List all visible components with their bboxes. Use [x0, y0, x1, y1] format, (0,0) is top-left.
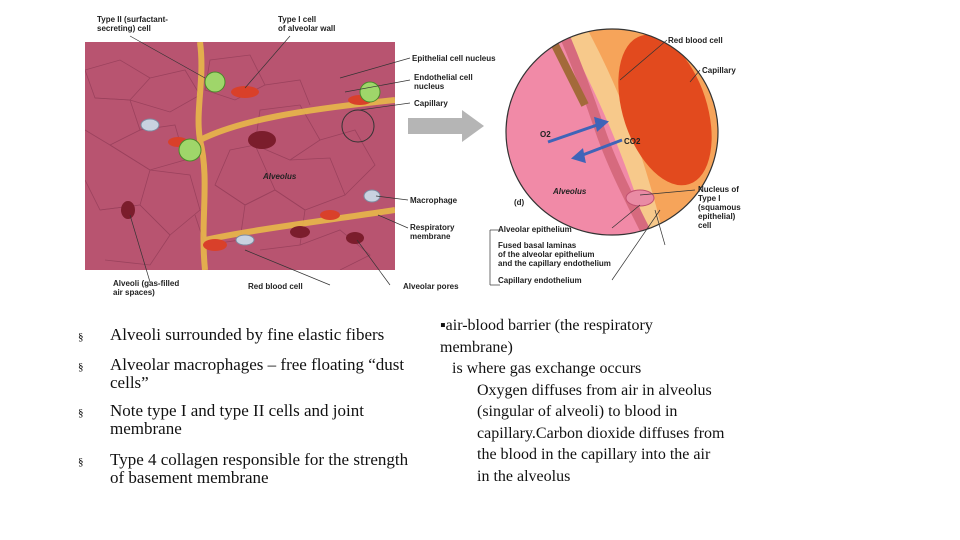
bullet-text: Alveoli surrounded by fine elastic fiber…: [110, 325, 385, 344]
paragraph-line: capillary.Carbon dioxide diffuses from: [477, 424, 725, 442]
paragraph-line: in the alveolus: [477, 467, 571, 485]
endothelial-nucleus-label: Endothelial cell nucleus: [414, 73, 473, 91]
paragraph-line: ▪air-blood barrier (the respiratory: [440, 317, 653, 334]
paragraph-line: Oxygen diffuses from air in alveolus: [477, 381, 712, 399]
co2-label: CO2: [624, 137, 641, 146]
alveolus-right-label: Alveolus: [553, 187, 587, 196]
capillary-endothelium-label: Capillary endothelium: [498, 276, 582, 285]
fused-basal-laminas-label: Fused basal laminas of the alveolar epit…: [498, 241, 611, 268]
red-blood-cell-right-label: Red blood cell: [668, 36, 723, 45]
bullet-text: Type 4 collagen responsible for the stre…: [110, 450, 409, 487]
paragraph-line: is where gas exchange occurs: [452, 360, 642, 377]
bullet-item: § Alveolar macrophages – free floating “…: [78, 356, 418, 392]
bullet-marker: §: [78, 407, 84, 419]
paragraph-line: (singular of alveoli) to blood in: [477, 403, 678, 420]
red-blood-cell-bottom-label: Red blood cell: [248, 282, 303, 291]
bullet-text: Alveolar macrophages – free floating “du…: [110, 355, 405, 392]
type2-cell-label: Type II (surfactant- secreting) cell: [97, 15, 168, 33]
type1-cell-label: Type I cell of alveolar wall: [278, 15, 336, 33]
bullet-text: Note type I and type II cells and joint …: [110, 401, 364, 438]
macrophage-label: Macrophage: [410, 196, 458, 205]
alveolus-left-label: Alveolus: [263, 172, 297, 181]
bullet-item: § Note type I and type II cells and join…: [78, 402, 418, 438]
bullet-marker: §: [78, 331, 84, 343]
capillary-right-label: Capillary: [702, 66, 736, 75]
bullet-marker: §: [78, 456, 84, 468]
respiratory-membrane-label: Respiratory membrane: [410, 223, 455, 241]
alveoli-label: Alveoli (gas-filled air spaces): [113, 279, 180, 297]
o2-label: O2: [540, 130, 551, 139]
panel-d-label: (d): [514, 198, 525, 207]
epithelial-nucleus-label: Epithelial cell nucleus: [412, 54, 496, 63]
alveolus-diagram: Type II (surfactant- secreting) cell Typ…: [85, 15, 741, 297]
bullet-marker: §: [78, 361, 84, 373]
bullet-item: § Alveoli surrounded by fine elastic fib…: [78, 326, 418, 346]
alveolar-epithelium-label: Alveolar epithelium: [498, 225, 572, 234]
nucleus-type1-label: Nucleus of Type I (squamous epithelial) …: [698, 185, 741, 230]
alveolus-illustration: [85, 28, 719, 286]
capillary-left-label: Capillary: [414, 99, 448, 108]
bullet-item: § Type 4 collagen responsible for the st…: [78, 451, 418, 487]
gas-exchange-paragraph: ▪air-blood barrier (the respiratory memb…: [440, 315, 770, 487]
alveolar-pores-label: Alveolar pores: [403, 282, 459, 291]
bullet-list: § Alveoli surrounded by fine elastic fib…: [78, 326, 418, 487]
paragraph-line: the blood in the capillary into the air: [477, 446, 711, 463]
paragraph-line: membrane): [440, 338, 513, 356]
